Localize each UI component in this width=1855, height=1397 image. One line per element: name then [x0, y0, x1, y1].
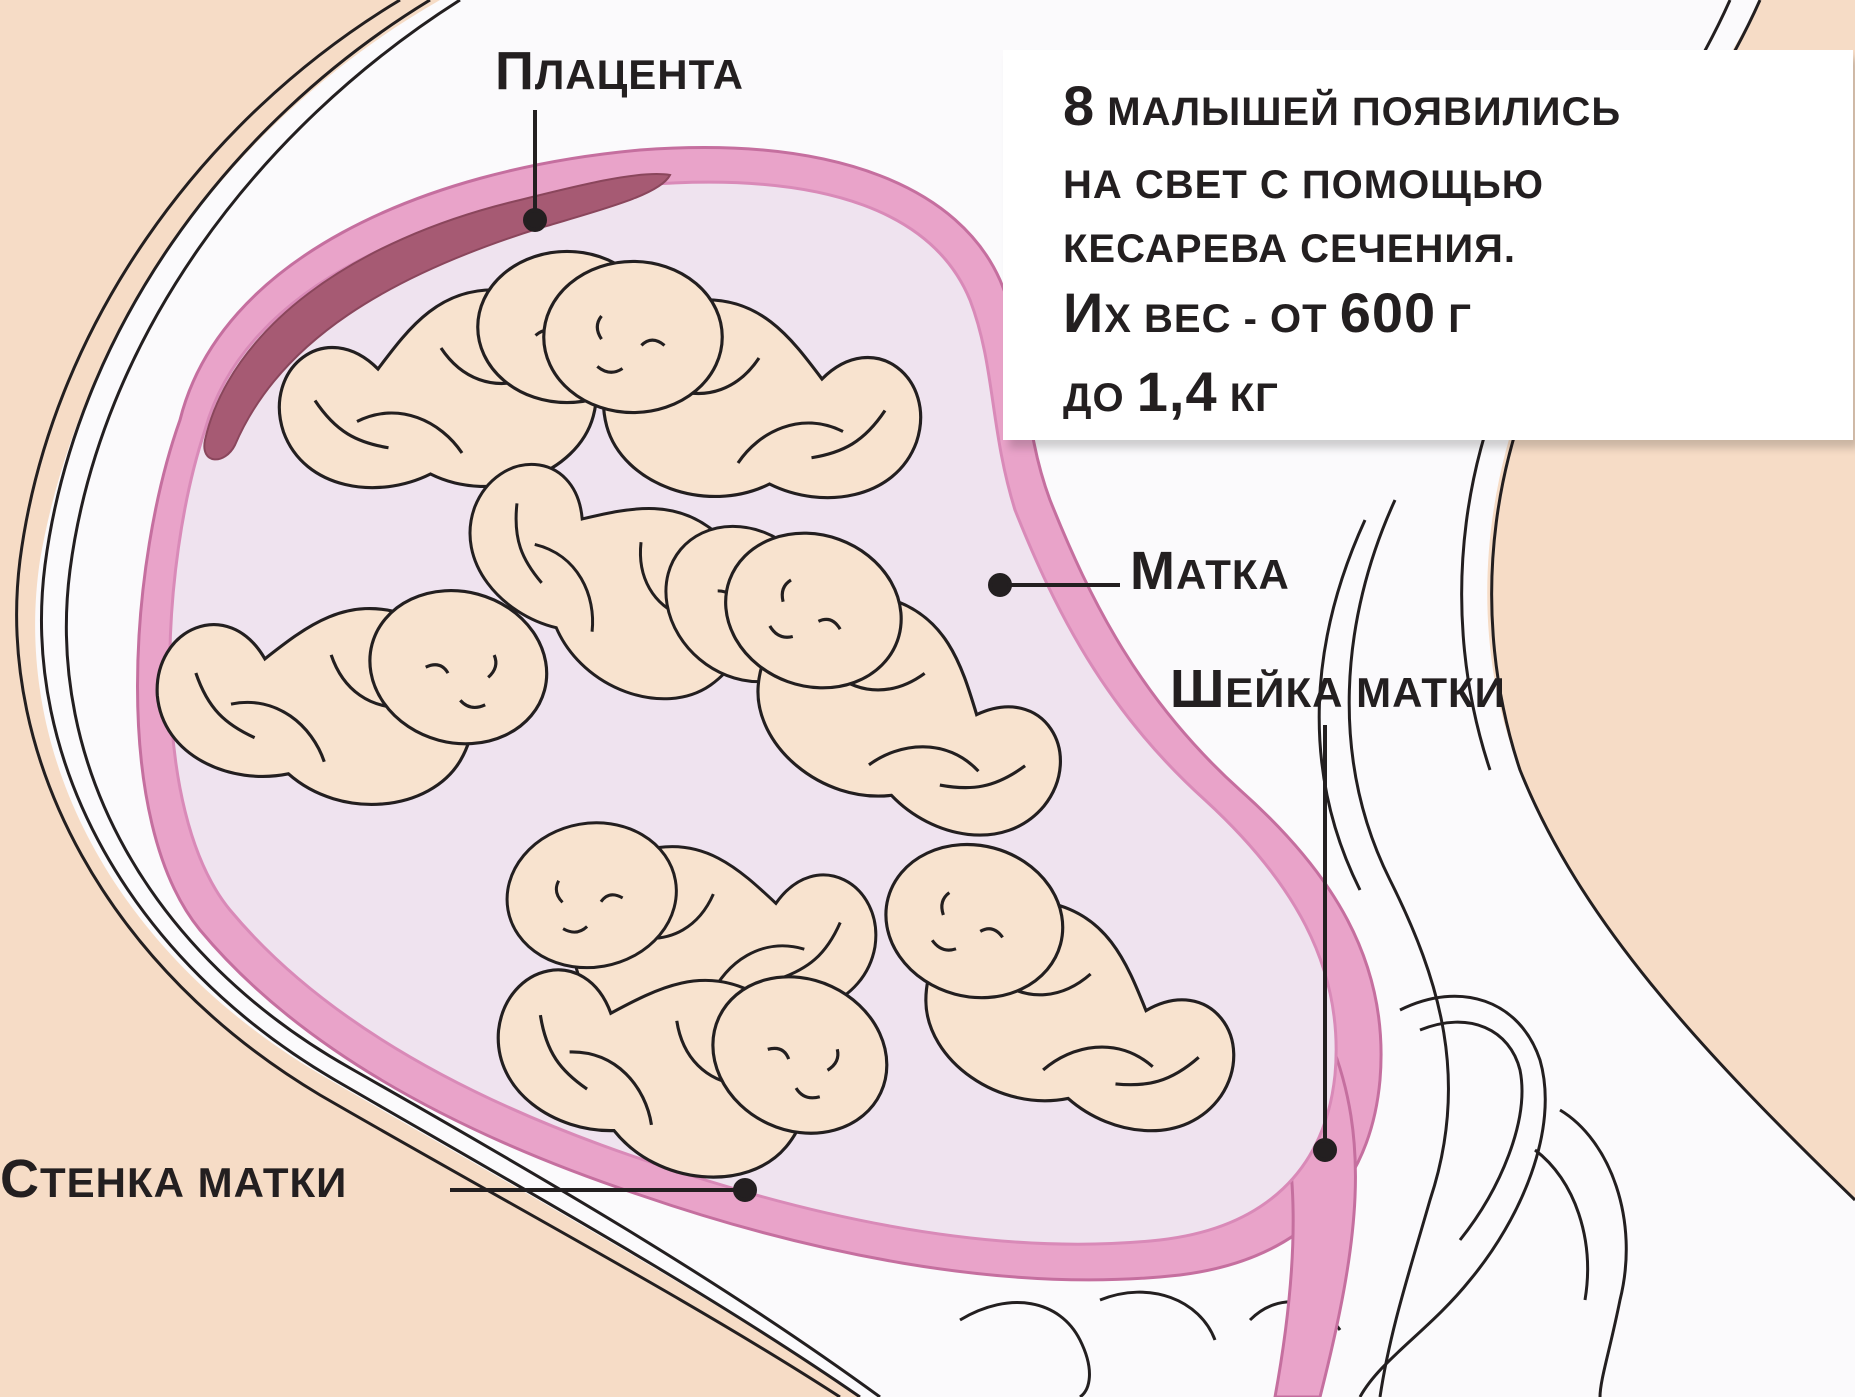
info-line-1: 8 МАЛЫШЕЙ ПОЯВИЛИСЬ	[1063, 74, 1853, 153]
label-uterus: МАТКА	[1130, 540, 1290, 602]
info-caption-text: 8 МАЛЫШЕЙ ПОЯВИЛИСЬ НА СВЕТ С ПОМОЩЬЮ КЕ…	[1063, 74, 1853, 439]
label-uterine-wall: СТЕНКА МАТКИ	[0, 1148, 347, 1210]
info-caption-box: 8 МАЛЫШЕЙ ПОЯВИЛИСЬ НА СВЕТ С ПОМОЩЬЮ КЕ…	[1003, 50, 1853, 440]
label-placenta: ПЛАЦЕНТА	[495, 40, 744, 102]
info-line-4: ИХ ВЕС - ОТ 600 Г	[1063, 281, 1853, 360]
info-line-3: КЕСАРЕВА СЕЧЕНИЯ.	[1063, 217, 1853, 281]
info-line-2: НА СВЕТ С ПОМОЩЬЮ	[1063, 153, 1853, 217]
info-line-5: ДО 1,4 КГ	[1063, 360, 1853, 439]
label-cervix: ШЕЙКА МАТКИ	[1170, 658, 1506, 720]
